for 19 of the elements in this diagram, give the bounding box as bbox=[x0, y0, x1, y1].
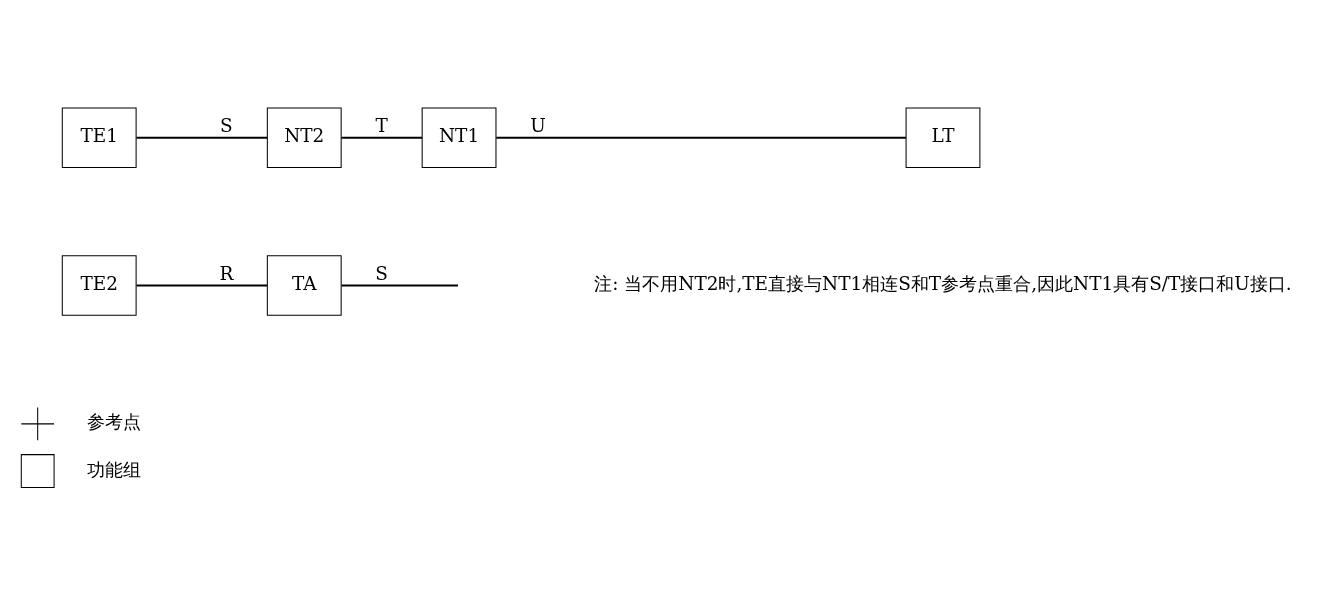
legend-label: 参考点 bbox=[87, 410, 142, 432]
node-box: NT2 bbox=[266, 107, 342, 168]
node-box: TE2 bbox=[61, 254, 137, 316]
connector bbox=[136, 136, 268, 139]
edge-label: R bbox=[219, 262, 234, 284]
legend-label: 功能组 bbox=[87, 458, 142, 480]
edge-label: S bbox=[375, 262, 388, 284]
connector bbox=[496, 136, 906, 139]
node-box: LT bbox=[905, 107, 981, 168]
edge-label: T bbox=[375, 114, 388, 136]
node-box: TE1 bbox=[61, 107, 137, 168]
connector bbox=[341, 283, 458, 286]
node-box: TA bbox=[266, 254, 342, 316]
connector bbox=[136, 283, 268, 286]
label: 注: 当不用NT2时,TE直接与NT1相连S和T参考点重合,因此NT1具有S/T接口和U接口. bbox=[594, 272, 1292, 294]
connector bbox=[341, 136, 423, 139]
node-box: NT1 bbox=[421, 107, 497, 168]
edge-label: S bbox=[220, 114, 233, 136]
edge-label: U bbox=[530, 114, 546, 136]
